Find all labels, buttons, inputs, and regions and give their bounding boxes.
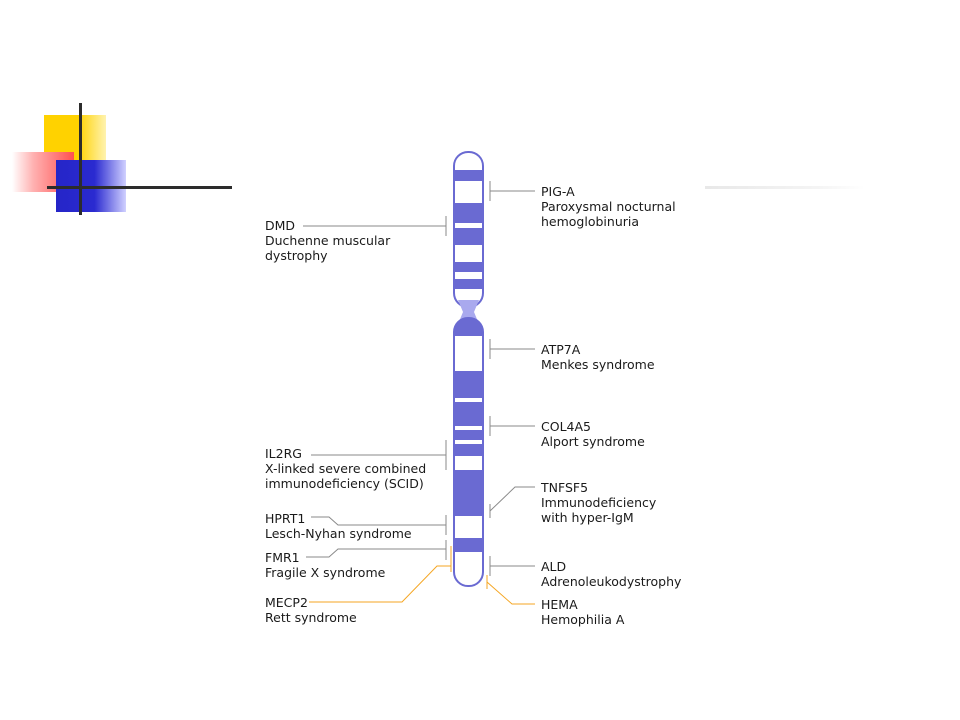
gene-symbol: MECP2: [265, 595, 308, 610]
band: [454, 371, 483, 398]
band: [454, 203, 483, 223]
gene-symbol: ATP7A: [541, 342, 581, 357]
disease-name: Rett syndrome: [265, 610, 357, 625]
gene-symbol: COL4A5: [541, 419, 591, 434]
label-ald: ALD Adrenoleukodystrophy: [541, 559, 681, 589]
gene-symbol: DMD: [265, 218, 296, 233]
disease-name: Fragile X syndrome: [265, 565, 386, 580]
leader-tnfsf5: [489, 486, 535, 518]
leader-dmd: [303, 216, 447, 236]
disease-name: Immunodeficiency: [541, 495, 657, 510]
label-il2rg: IL2RG X-linked severe combined immunodef…: [265, 446, 426, 491]
chromosome-p-arm: [454, 152, 483, 307]
band: [454, 170, 483, 181]
label-dmd: DMD Duchenne muscular dystrophy: [265, 218, 390, 263]
label-col4a5: COL4A5 Alport syndrome: [541, 419, 645, 449]
disease-name: Paroxysmal nocturnal: [541, 199, 676, 214]
disease-name: Duchenne muscular: [265, 233, 391, 248]
band: [454, 444, 483, 456]
chromosome-q-arm: [454, 318, 483, 586]
band: [454, 318, 483, 336]
q-arm-outline: [453, 317, 484, 587]
disease-name: hemoglobinuria: [541, 214, 640, 229]
disease-name: X-linked severe combined: [265, 461, 427, 476]
label-atp7a: ATP7A Menkes syndrome: [541, 342, 655, 372]
label-tnfsf5: TNFSF5 Immunodeficiency with hyper-IgM: [541, 480, 656, 525]
disease-name: with hyper-IgM: [541, 510, 634, 525]
gene-symbol: TNFSF5: [541, 480, 589, 495]
label-pig-a: PIG-A Paroxysmal nocturnal hemoglobinuri…: [541, 184, 676, 229]
band: [454, 228, 483, 245]
label-hprt1: HPRT1 Lesch-Nyhan syndrome: [265, 511, 412, 541]
band: [454, 470, 483, 516]
leader-hema: [486, 575, 535, 605]
disease-name: dystrophy: [265, 248, 328, 263]
label-fmr1: FMR1 Fragile X syndrome: [265, 550, 385, 580]
gene-symbol: HEMA: [541, 597, 578, 612]
leader-ald: [489, 556, 535, 576]
leader-mecp2: [309, 546, 452, 603]
band: [454, 402, 483, 426]
gene-symbol: HPRT1: [265, 511, 306, 526]
band: [454, 262, 483, 272]
gene-symbol: IL2RG: [265, 446, 302, 461]
leader-fmr1: [306, 540, 447, 560]
leader-atp7a: [489, 339, 535, 359]
disease-name: Alport syndrome: [541, 434, 645, 449]
band: [454, 430, 483, 440]
disease-name: Adrenoleukodystrophy: [541, 574, 682, 589]
gene-symbol: ALD: [541, 559, 567, 574]
decor-horizontal-line: [47, 186, 232, 189]
disease-name: Lesch-Nyhan syndrome: [265, 526, 412, 541]
band: [454, 538, 483, 552]
decor-right-rule: [705, 186, 865, 189]
decor-vertical-line: [79, 103, 82, 215]
label-mecp2: MECP2 Rett syndrome: [265, 595, 357, 625]
gene-symbol: FMR1: [265, 550, 300, 565]
leader-pig-a: [489, 181, 535, 201]
leader-col4a5: [489, 416, 535, 436]
band: [454, 279, 483, 289]
disease-name: Hemophilia A: [541, 612, 625, 627]
leader-il2rg: [311, 440, 447, 470]
label-hema: HEMA Hemophilia A: [541, 597, 624, 627]
gene-symbol: PIG-A: [541, 184, 575, 199]
disease-name: Menkes syndrome: [541, 357, 655, 372]
leader-hprt1: [311, 515, 447, 535]
disease-name: immunodeficiency (SCID): [265, 476, 424, 491]
